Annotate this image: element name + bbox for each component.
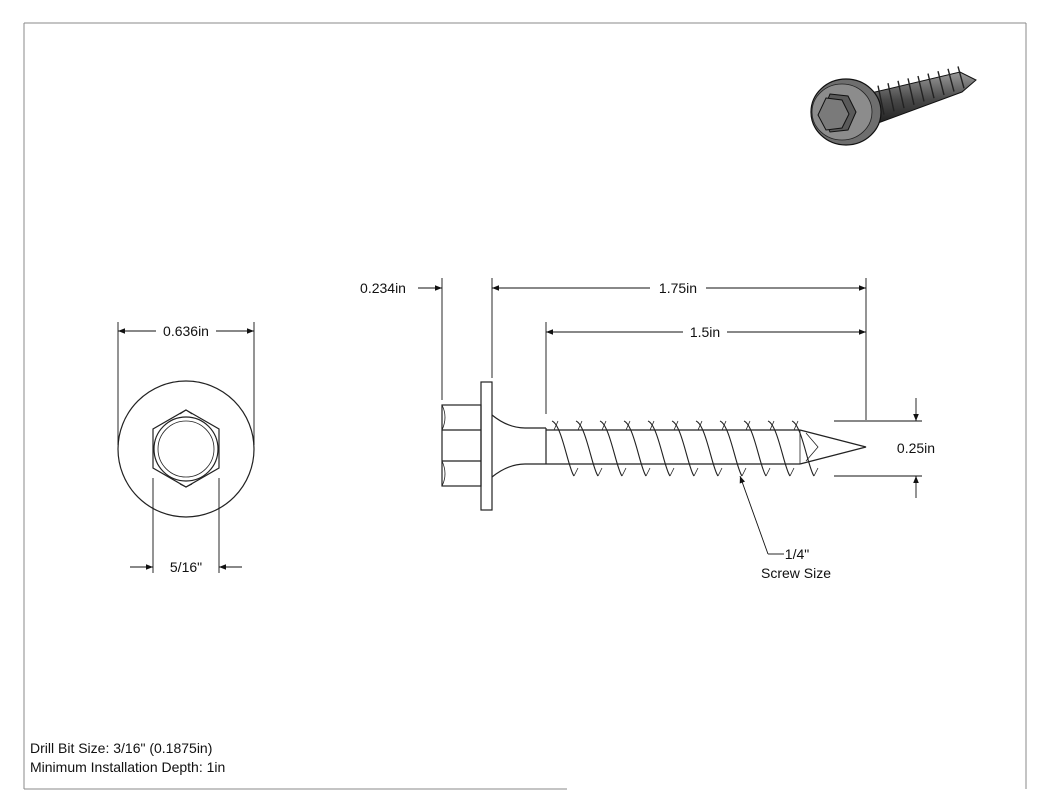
- thread-flank: [577, 420, 603, 477]
- side-view: [441, 381, 867, 511]
- overall-length-label: 1.75in: [659, 280, 697, 296]
- thread-flank: [721, 420, 747, 477]
- dim-head-height: [418, 278, 493, 400]
- dim-overall-length: [492, 278, 867, 420]
- head-height-label: 0.234in: [360, 280, 406, 296]
- hex-size-label: 5/16": [170, 559, 202, 575]
- dim-thread-diameter: [834, 398, 922, 498]
- thread-flank: [601, 420, 627, 477]
- thread-crest: [599, 420, 623, 477]
- iso-thread: [947, 68, 955, 92]
- thread-crest: [719, 420, 743, 477]
- end-view: [117, 380, 255, 518]
- dim-head-diameter: [117, 322, 255, 445]
- iso-thread: [907, 78, 915, 105]
- thread-crest: [647, 420, 671, 477]
- isometric-screw-icon: [810, 66, 977, 146]
- thread-crest: [623, 420, 647, 477]
- dim-hex-size: [130, 478, 242, 573]
- iso-thread: [917, 75, 925, 102]
- screw-threads: [551, 420, 819, 477]
- thread-flank: [625, 420, 651, 477]
- dim-thread-length: [545, 322, 866, 414]
- iso-thread: [957, 66, 965, 89]
- min-depth-note: Minimum Installation Depth: 1in: [30, 759, 226, 775]
- thread-flank: [745, 420, 771, 477]
- thread-diameter-label: 0.25in: [897, 440, 935, 456]
- thread-length-label: 1.5in: [690, 324, 720, 340]
- thread-flank: [769, 420, 795, 477]
- thread-flank: [649, 420, 675, 477]
- iso-thread: [877, 85, 885, 115]
- drill-bit-note: Drill Bit Size: 3/16" (0.1875in): [30, 740, 213, 756]
- thread-crest: [695, 420, 719, 477]
- head-diameter-label: 0.636in: [163, 323, 209, 339]
- thread-crest: [767, 420, 791, 477]
- thread-flank: [673, 420, 699, 477]
- iso-thread: [887, 83, 895, 112]
- sheet-border: [23, 22, 1027, 790]
- thread-crest: [575, 420, 599, 477]
- iso-thread: [927, 73, 935, 99]
- iso-thread: [897, 80, 905, 109]
- thread-crest: [743, 420, 767, 477]
- thread-flank: [697, 420, 723, 477]
- screw-size-leader: [739, 475, 784, 555]
- thread-crest: [671, 420, 695, 477]
- drawing-notes: Drill Bit Size: 3/16" (0.1875in) Minimum…: [30, 739, 225, 777]
- iso-thread: [937, 71, 945, 96]
- thread-crest: [551, 420, 575, 477]
- thread-flank: [793, 420, 819, 477]
- screw-size-label: 1/4": [785, 546, 809, 562]
- screw-size-caption: Screw Size: [761, 565, 831, 581]
- thread-flank: [553, 420, 579, 477]
- thread-crest: [791, 420, 815, 477]
